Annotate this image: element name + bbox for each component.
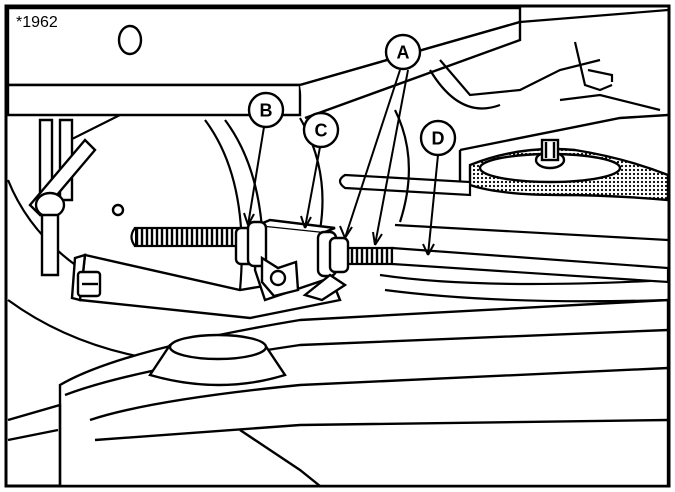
callout-a-circle	[384, 33, 422, 71]
mounting-bracket	[70, 253, 342, 320]
adjustment-rod	[130, 226, 670, 284]
side-rails	[379, 223, 669, 303]
pulley-assembly	[458, 113, 670, 202]
leader-a-1	[344, 69, 401, 239]
rod-thread-right	[346, 246, 395, 266]
leader-lines	[243, 69, 439, 256]
upper-linkage	[429, 8, 669, 112]
leader-a-2	[374, 69, 409, 246]
callout-a-label: A	[397, 43, 410, 63]
callout-d-circle	[419, 119, 457, 157]
pulley-nut	[540, 138, 560, 162]
callout-b-circle	[247, 91, 285, 129]
leader-b	[247, 126, 265, 226]
guide-bar	[338, 173, 472, 197]
hinge-arm	[28, 118, 125, 277]
callout-d-label: D	[432, 129, 445, 149]
callout-c-label: C	[315, 121, 328, 141]
rod-thread-left	[133, 226, 242, 248]
rod-shaft	[390, 246, 670, 284]
callout-b-label: B	[260, 101, 273, 121]
leader-c	[304, 146, 321, 229]
deck-dome	[148, 333, 287, 387]
top-deck-plate	[6, 6, 522, 120]
bolt-hole	[117, 24, 143, 56]
callout-c-circle	[302, 111, 340, 149]
leader-d	[427, 154, 439, 256]
adjustment-block	[234, 218, 350, 302]
figure-number: *1962	[16, 14, 58, 31]
